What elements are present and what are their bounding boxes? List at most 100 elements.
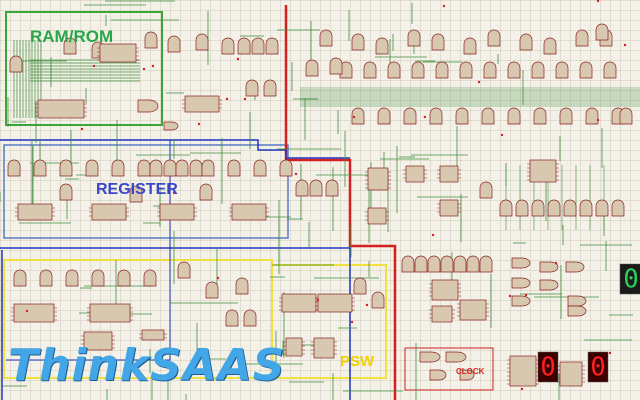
logic-gate <box>539 279 559 291</box>
logic-gate <box>603 61 617 79</box>
logic-gate <box>253 159 267 177</box>
probe-dot <box>216 276 220 280</box>
register-chip <box>17 203 53 221</box>
logic-gate <box>243 309 257 327</box>
logic-gate <box>177 261 191 279</box>
psw-chip <box>313 337 335 359</box>
probe-dot <box>194 362 198 366</box>
logic-gate <box>567 295 587 307</box>
logic-gate <box>377 107 391 125</box>
logic-gate <box>429 107 443 125</box>
probe-dot <box>508 294 512 298</box>
logic-gate <box>411 61 425 79</box>
logic-gate <box>129 185 143 203</box>
logic-gate <box>375 37 389 55</box>
logic-gate <box>611 199 625 217</box>
seven-segment-display <box>619 263 640 295</box>
clock-label: CLOCK <box>456 367 485 376</box>
logic-gate <box>279 159 293 177</box>
logic-gate <box>195 33 209 51</box>
register-chip <box>159 203 195 221</box>
register-region <box>3 144 289 239</box>
logic-gate <box>507 107 521 125</box>
probe-dot <box>608 351 612 355</box>
ic-chip <box>431 305 453 323</box>
logic-gate <box>455 107 469 125</box>
logic-gate <box>305 59 319 77</box>
logic-gate <box>507 61 521 79</box>
logic-gate <box>144 31 158 49</box>
logic-gate <box>227 159 241 177</box>
logic-gate <box>9 55 23 73</box>
probe-dot <box>623 43 627 47</box>
logic-gate <box>543 37 557 55</box>
alu-chip <box>13 303 55 323</box>
logic-gate <box>445 351 467 363</box>
ram-rom-label: RAM/ROM <box>30 27 114 46</box>
blue-bus-middle <box>0 247 351 400</box>
probe-dot <box>25 309 29 313</box>
logic-gate <box>91 269 105 287</box>
logic-gate <box>353 277 367 295</box>
logic-gate <box>565 261 585 273</box>
logic-gate <box>13 269 27 287</box>
logic-gate <box>295 179 309 197</box>
probe-dot <box>151 64 155 68</box>
probe-dot <box>520 387 524 391</box>
blue-bus-top <box>0 139 350 159</box>
logic-gate <box>579 199 593 217</box>
logic-gate <box>351 33 365 51</box>
register-chip <box>231 203 267 221</box>
logic-gate <box>251 37 265 55</box>
logic-gate <box>539 261 559 273</box>
logic-gate <box>533 107 547 125</box>
logic-gate <box>319 29 333 47</box>
logic-gate <box>555 61 569 79</box>
psw-chip <box>317 293 353 313</box>
logic-gate <box>221 37 235 55</box>
logic-gate <box>325 179 339 197</box>
probe-dot <box>596 0 600 3</box>
logic-gate <box>7 159 21 177</box>
logic-gate <box>309 179 323 197</box>
logic-gate <box>567 305 587 317</box>
red-bus <box>284 5 397 400</box>
psw-label: PSW <box>340 353 375 370</box>
logic-gate <box>225 309 239 327</box>
seven-segment-display-digit: 0 <box>623 264 638 294</box>
logic-gate <box>401 255 415 273</box>
probe-dot <box>500 133 504 137</box>
probe-dot <box>442 4 446 8</box>
logic-gate <box>511 257 531 269</box>
logic-gate <box>459 61 473 79</box>
probe-dot <box>243 97 247 101</box>
ic-chip <box>439 165 459 183</box>
logic-gate <box>201 159 215 177</box>
seven-segment-display-digit: 0 <box>540 352 555 382</box>
logic-gate <box>431 33 445 51</box>
alu-chip <box>83 331 113 351</box>
ic-chip <box>405 165 425 183</box>
probe-dot <box>225 97 229 101</box>
logic-gate <box>479 255 493 273</box>
ic-chip <box>367 167 389 191</box>
logic-gate <box>205 281 219 299</box>
logic-gate <box>329 57 343 75</box>
logic-gate <box>585 107 599 125</box>
logic-gate <box>515 199 529 217</box>
psw-chip <box>285 337 303 357</box>
probe-dot <box>236 57 240 61</box>
logic-gate <box>575 29 589 47</box>
logic-gate <box>163 159 177 177</box>
probe-dot <box>477 80 481 84</box>
logic-gate <box>111 159 125 177</box>
logic-gate <box>453 255 467 273</box>
probe-dot <box>92 64 96 68</box>
logic-gate <box>39 269 53 287</box>
logic-gate <box>427 255 441 273</box>
probe-dot <box>365 303 369 307</box>
logic-gate <box>487 29 501 47</box>
logic-gate <box>33 159 47 177</box>
probe-dot <box>80 127 84 131</box>
